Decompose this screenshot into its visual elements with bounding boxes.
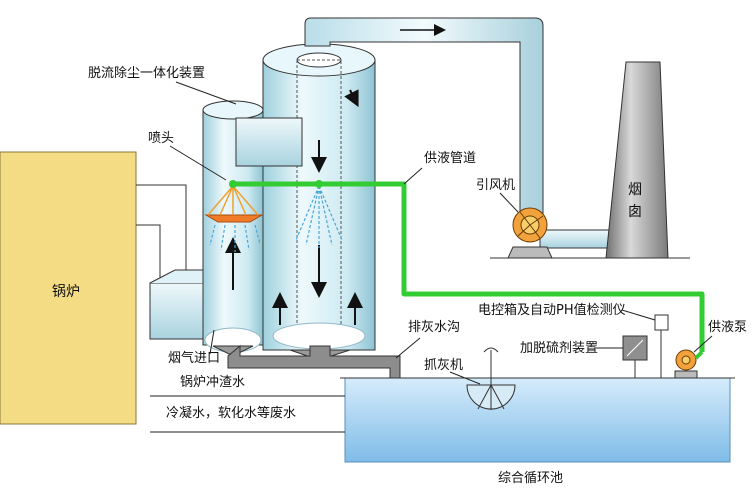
supply-pump-leader: [693, 335, 713, 353]
waste-water-label: 冷凝水，软化水等废水: [166, 405, 296, 421]
boiler: 锅炉: [0, 151, 137, 425]
supply-pump: [674, 349, 704, 379]
spray-nozzle-left: [204, 185, 264, 252]
gas-inlet-label: 烟气进口: [168, 350, 220, 366]
supply-pipe-leader: [403, 167, 423, 185]
slag-flush-water-label: 锅炉冲渣水: [180, 374, 245, 390]
tower-base: [212, 344, 401, 391]
supply-pump-label: 供液泵: [708, 320, 747, 335]
chimney-label-1: 烟囱: [628, 182, 642, 220]
ash-grabber: [466, 347, 516, 410]
ash-trench-label: 排灰水沟: [408, 320, 460, 335]
ash-trench-leader: [395, 337, 421, 359]
integrated-device-leader: [175, 81, 237, 105]
desulfurizer-label: 加脱硫剂装置: [520, 341, 598, 356]
control-box-leader: [621, 309, 656, 321]
integrated-device-label: 脱流除尘一体化装置: [88, 66, 205, 81]
nozzle-leader: [169, 145, 227, 181]
supply-pipe-line: [233, 181, 705, 352]
fan-to-chimney-duct: [539, 229, 611, 249]
tower-connector: [235, 117, 303, 167]
circulation-pool-label: 综合循环池: [498, 471, 563, 486]
ash-grabber-label: 抓灰机: [424, 358, 463, 373]
nozzle-joint-right: [315, 180, 323, 188]
nozzle-label: 喷头: [148, 131, 174, 146]
ash-grabber-leader: [449, 371, 481, 385]
supply-pipe-label: 供液管道: [424, 151, 476, 166]
nozzle-joint-left: [229, 180, 237, 188]
induced-fan-label: 引风机: [476, 178, 515, 193]
boiler-label: 锅炉: [52, 284, 80, 300]
spray-nozzle-right: [295, 185, 343, 248]
large-tower: [262, 43, 376, 351]
desulfurizer-unit: [622, 335, 648, 378]
control-box: [654, 314, 669, 378]
induced-fan: [507, 207, 553, 259]
induced-fan-leader: [499, 192, 519, 213]
gas-inlet-leader: [209, 329, 215, 355]
chimney: 烟囱: [490, 61, 690, 259]
control-box-label: 电控箱及自动PH值检测仪: [478, 302, 626, 318]
circulation-pool: [340, 377, 735, 463]
